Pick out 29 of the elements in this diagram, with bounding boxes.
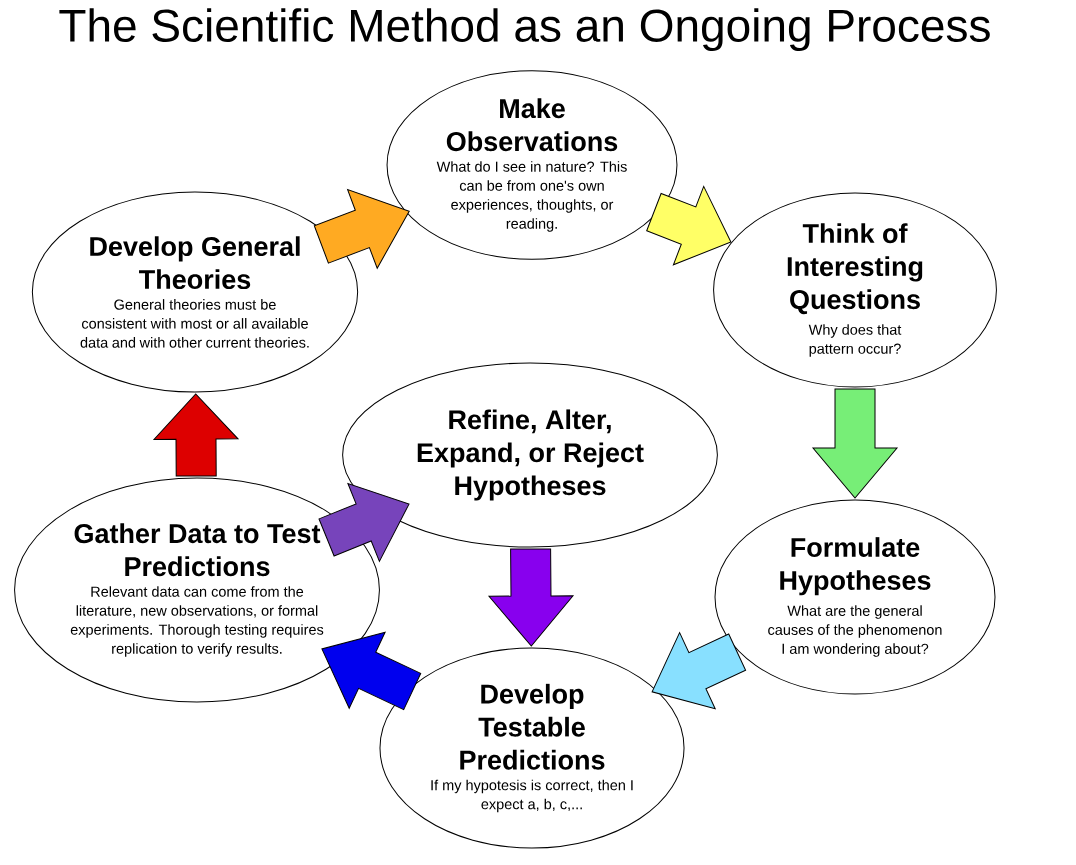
block-arrow	[812, 388, 898, 499]
title: The Scientific Method as an Ongoing Process	[59, 8, 990, 52]
block-arrow	[651, 632, 747, 710]
node-description: What do I see in nature? This can be from one's own experiences, thoughts, or reading.	[436, 161, 627, 232]
node-heading: Develop General Theories	[90, 236, 300, 290]
block-arrow	[488, 548, 574, 647]
node-description: What are the general causes of the phenomenon I am wondering about?	[768, 605, 942, 657]
ellipse-node	[714, 499, 996, 695]
block-arrow	[318, 483, 410, 562]
node-heading: Think of Interesting Questions	[787, 223, 923, 315]
node-description: If my hypotesis is correct, then I expect a, b, c,...	[431, 779, 633, 813]
node-heading: Gather Data to Test Predictions	[74, 523, 321, 577]
block-arrow	[313, 189, 410, 269]
ellipse-node	[31, 191, 359, 393]
node-heading: Refine, Alter, Expand, or Reject Hypotheses	[417, 409, 644, 501]
ellipse-node	[14, 477, 380, 703]
ellipse-node	[379, 647, 685, 849]
node-description: General theories must be consistent with most or all available data and with other current theories.	[80, 299, 309, 348]
block-arrow	[321, 631, 422, 711]
ellipse-node	[386, 70, 678, 260]
node-heading: Make Observations	[446, 98, 618, 152]
ellipse-node	[342, 362, 718, 548]
node-heading: Formulate Hypotheses	[780, 537, 931, 596]
block-arrow	[153, 393, 239, 477]
node-description: Relevant data can come from the literature, new observations, or formal experiments. Thorough testing requires replication to verify results.	[70, 586, 324, 657]
block-arrow	[646, 185, 732, 266]
ellipse-node	[713, 192, 997, 388]
node-description: Why does that pattern occur?	[808, 324, 902, 357]
node-heading: Develop Testable Predictions	[460, 683, 605, 770]
